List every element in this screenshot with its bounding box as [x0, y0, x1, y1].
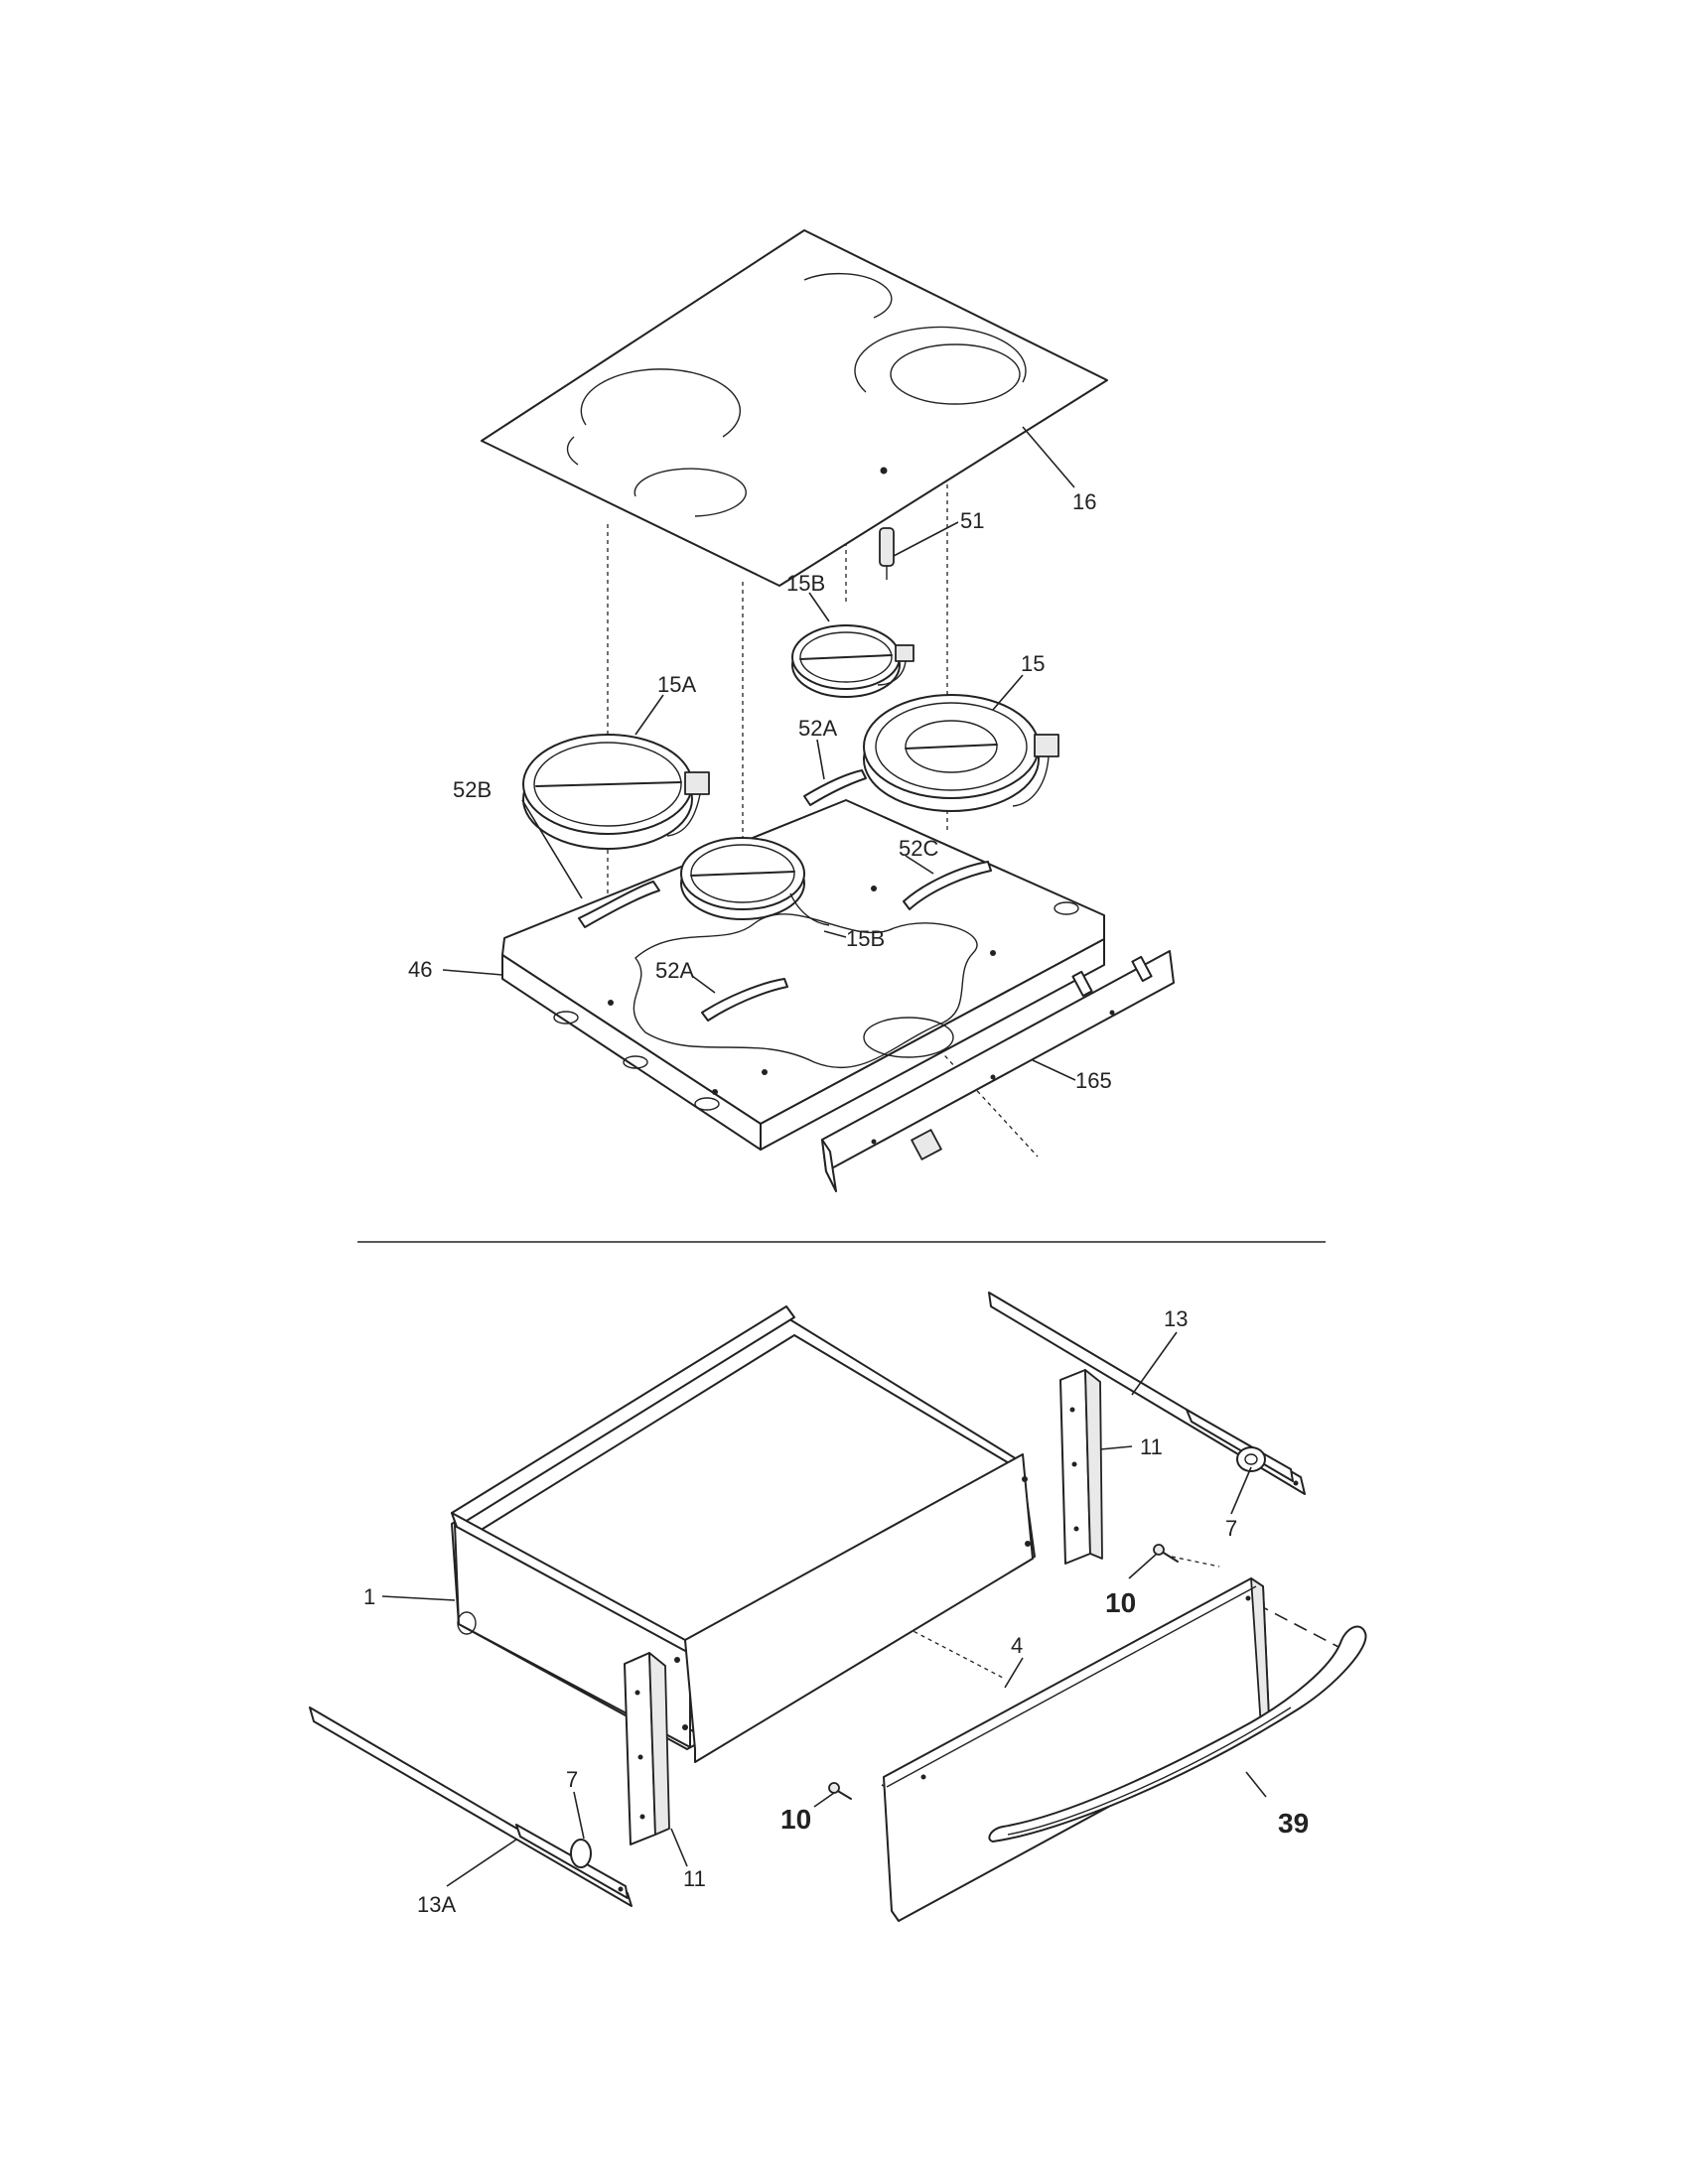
label-16: 16 [1072, 489, 1096, 514]
label-15: 15 [1021, 651, 1045, 676]
label-165: 165 [1075, 1068, 1112, 1093]
label-52c: 52C [899, 836, 938, 861]
label-52b: 52B [453, 777, 492, 802]
element-small-front [680, 837, 830, 926]
label-13a: 13A [417, 1892, 456, 1917]
label-11-right: 11 [1140, 1434, 1163, 1459]
label-15a: 15A [657, 672, 696, 697]
label-51: 51 [960, 508, 984, 533]
bracket-52c [903, 861, 992, 910]
drawer-body [451, 1305, 1036, 1763]
rear-bracket-left [624, 1652, 670, 1845]
label-52a-rear: 52A [798, 716, 837, 741]
screw-right [1153, 1544, 1179, 1563]
drawer-alignment-lines [878, 1556, 1341, 1839]
cooktop-glass [481, 229, 1108, 587]
label-11-left: 11 [683, 1866, 706, 1891]
drawer-handle [988, 1625, 1367, 1843]
label-7-left: 7 [566, 1767, 578, 1792]
label-13: 13 [1164, 1306, 1188, 1331]
slide-rail-right [988, 1292, 1306, 1495]
element-small-rear [791, 624, 914, 698]
bracket-52a-front [701, 978, 788, 1022]
label-15b-front: 15B [846, 926, 885, 951]
label-4: 4 [1011, 1633, 1023, 1658]
screw-left [828, 1782, 852, 1800]
rear-bracket-right [1059, 1369, 1103, 1565]
element-large-rear [863, 694, 1059, 812]
slide-rail-left [309, 1706, 633, 1907]
cooktop-assembly [442, 229, 1175, 1192]
label-15b-rear: 15B [786, 571, 825, 596]
label-46: 46 [408, 957, 432, 982]
rear-bracket [821, 950, 1175, 1192]
label-52a-front: 52A [655, 958, 694, 983]
label-39: 39 [1278, 1808, 1309, 1839]
element-large-front [522, 734, 710, 850]
label-1: 1 [363, 1584, 375, 1609]
sensor-part [879, 527, 895, 580]
drawer-assembly [309, 1292, 1367, 1922]
part-labels: 16 51 15B 15A 15 52A 52B 52C 15B 52A 46 … [363, 489, 1309, 1917]
leader-lines-top [442, 426, 1076, 1081]
label-7-right: 7 [1225, 1516, 1237, 1541]
burner-box [501, 799, 1105, 1151]
leader-lines-bottom [381, 1331, 1267, 1887]
label-10-right: 10 [1105, 1587, 1136, 1618]
label-10-left: 10 [780, 1804, 811, 1835]
bracket-52b [578, 881, 660, 928]
bracket-52a-rear [803, 769, 867, 806]
